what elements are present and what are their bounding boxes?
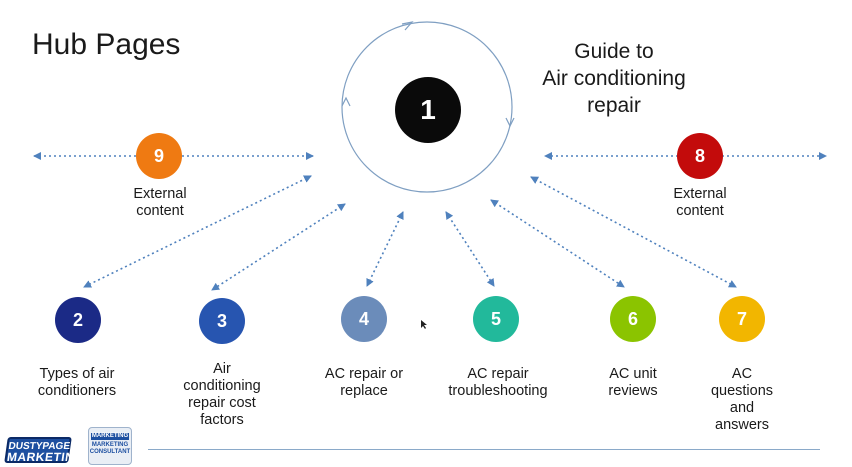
node-7-label-line: questions	[710, 383, 774, 399]
guide-line-3: repair	[587, 94, 641, 117]
cycle-arrowhead-right	[505, 117, 515, 128]
node-8-number: 8	[694, 145, 705, 166]
node-3-label-line: conditioning	[183, 378, 261, 394]
node-7-label-line: AC	[731, 366, 753, 382]
node-3-label-line: factors	[200, 412, 244, 428]
node-8-label-line: content	[676, 203, 724, 219]
node-4: 4	[341, 296, 387, 342]
node-9-label: External content	[110, 186, 210, 220]
node-6-number: 6	[627, 308, 638, 329]
node-2-label: Types of air conditioners	[10, 366, 144, 400]
node-2-number: 2	[72, 309, 83, 330]
certification-badge: MARKETING MARKETING CONSULTANT	[88, 427, 132, 465]
node-3-label: Air conditioning repair cost factors	[167, 361, 277, 429]
node-8: 8	[677, 133, 723, 179]
arrow-hub-4	[366, 211, 404, 287]
footer-divider	[148, 449, 820, 450]
node-3-label-line: repair cost	[188, 395, 256, 411]
hub-cycle-circle	[341, 21, 513, 193]
node-9-label-line: content	[136, 203, 184, 219]
badge-line: MARKETING	[91, 433, 129, 440]
node-8-label-line: External	[673, 186, 727, 202]
node-3: 3	[199, 298, 245, 344]
arrow-hub-3	[211, 203, 346, 291]
guide-line-1: Guide to	[574, 40, 654, 63]
node-9-label-line: External	[133, 186, 187, 202]
node-2: 2	[55, 297, 101, 343]
arrow-hub-6	[490, 199, 625, 288]
node-4-label-line: replace	[340, 383, 388, 399]
guide-heading: Guide to Air conditioning repair	[530, 38, 698, 119]
node-6-label: AC unit reviews	[583, 366, 683, 400]
node-3-label-line: Air	[213, 361, 231, 377]
node-9-number: 9	[153, 145, 164, 166]
node-5-label-line: troubleshooting	[448, 383, 548, 399]
brand-logo-line: MARKETING	[6, 450, 86, 464]
node-7-label-line: answers	[715, 417, 769, 433]
node-4-number: 4	[358, 308, 369, 329]
node-2-label-line: Types of air	[39, 366, 115, 382]
node-5-number: 5	[490, 308, 501, 329]
node-7-label: AC questions and answers	[697, 366, 787, 434]
arrow-hub-2	[83, 175, 312, 288]
node-5-label: AC repair troubleshooting	[431, 366, 565, 400]
guide-line-2: Air conditioning	[542, 67, 686, 90]
cycle-arrowhead-top	[401, 21, 414, 31]
node-5-label-line: AC repair	[467, 366, 529, 382]
node-1-number: 1	[420, 94, 436, 125]
node-1-hub: 1	[395, 77, 461, 143]
node-8-label: External content	[650, 186, 750, 220]
node-7-number: 7	[736, 308, 747, 329]
node-6-label-line: reviews	[608, 383, 658, 399]
node-3-number: 3	[216, 310, 227, 331]
node-6: 6	[610, 296, 656, 342]
node-4-label-line: AC repair or	[324, 366, 404, 382]
node-6-label-line: AC unit	[609, 366, 657, 382]
node-4-label: AC repair or replace	[306, 366, 422, 400]
arrow-hub-5	[445, 211, 495, 287]
node-2-label-line: conditioners	[37, 383, 117, 399]
node-5: 5	[473, 296, 519, 342]
node-7: 7	[719, 296, 765, 342]
mouse-cursor-icon	[421, 320, 427, 329]
cycle-arrowhead-left	[341, 96, 351, 107]
brand-logo: DUSTYPAGE MARKETING	[4, 437, 86, 464]
badge-line: MARKETING CONSULTANT	[89, 442, 131, 455]
node-7-label-line: and	[729, 400, 755, 416]
arrow-hub-7	[530, 176, 737, 288]
node-9: 9	[136, 133, 182, 179]
page-title: Hub Pages	[32, 28, 181, 61]
